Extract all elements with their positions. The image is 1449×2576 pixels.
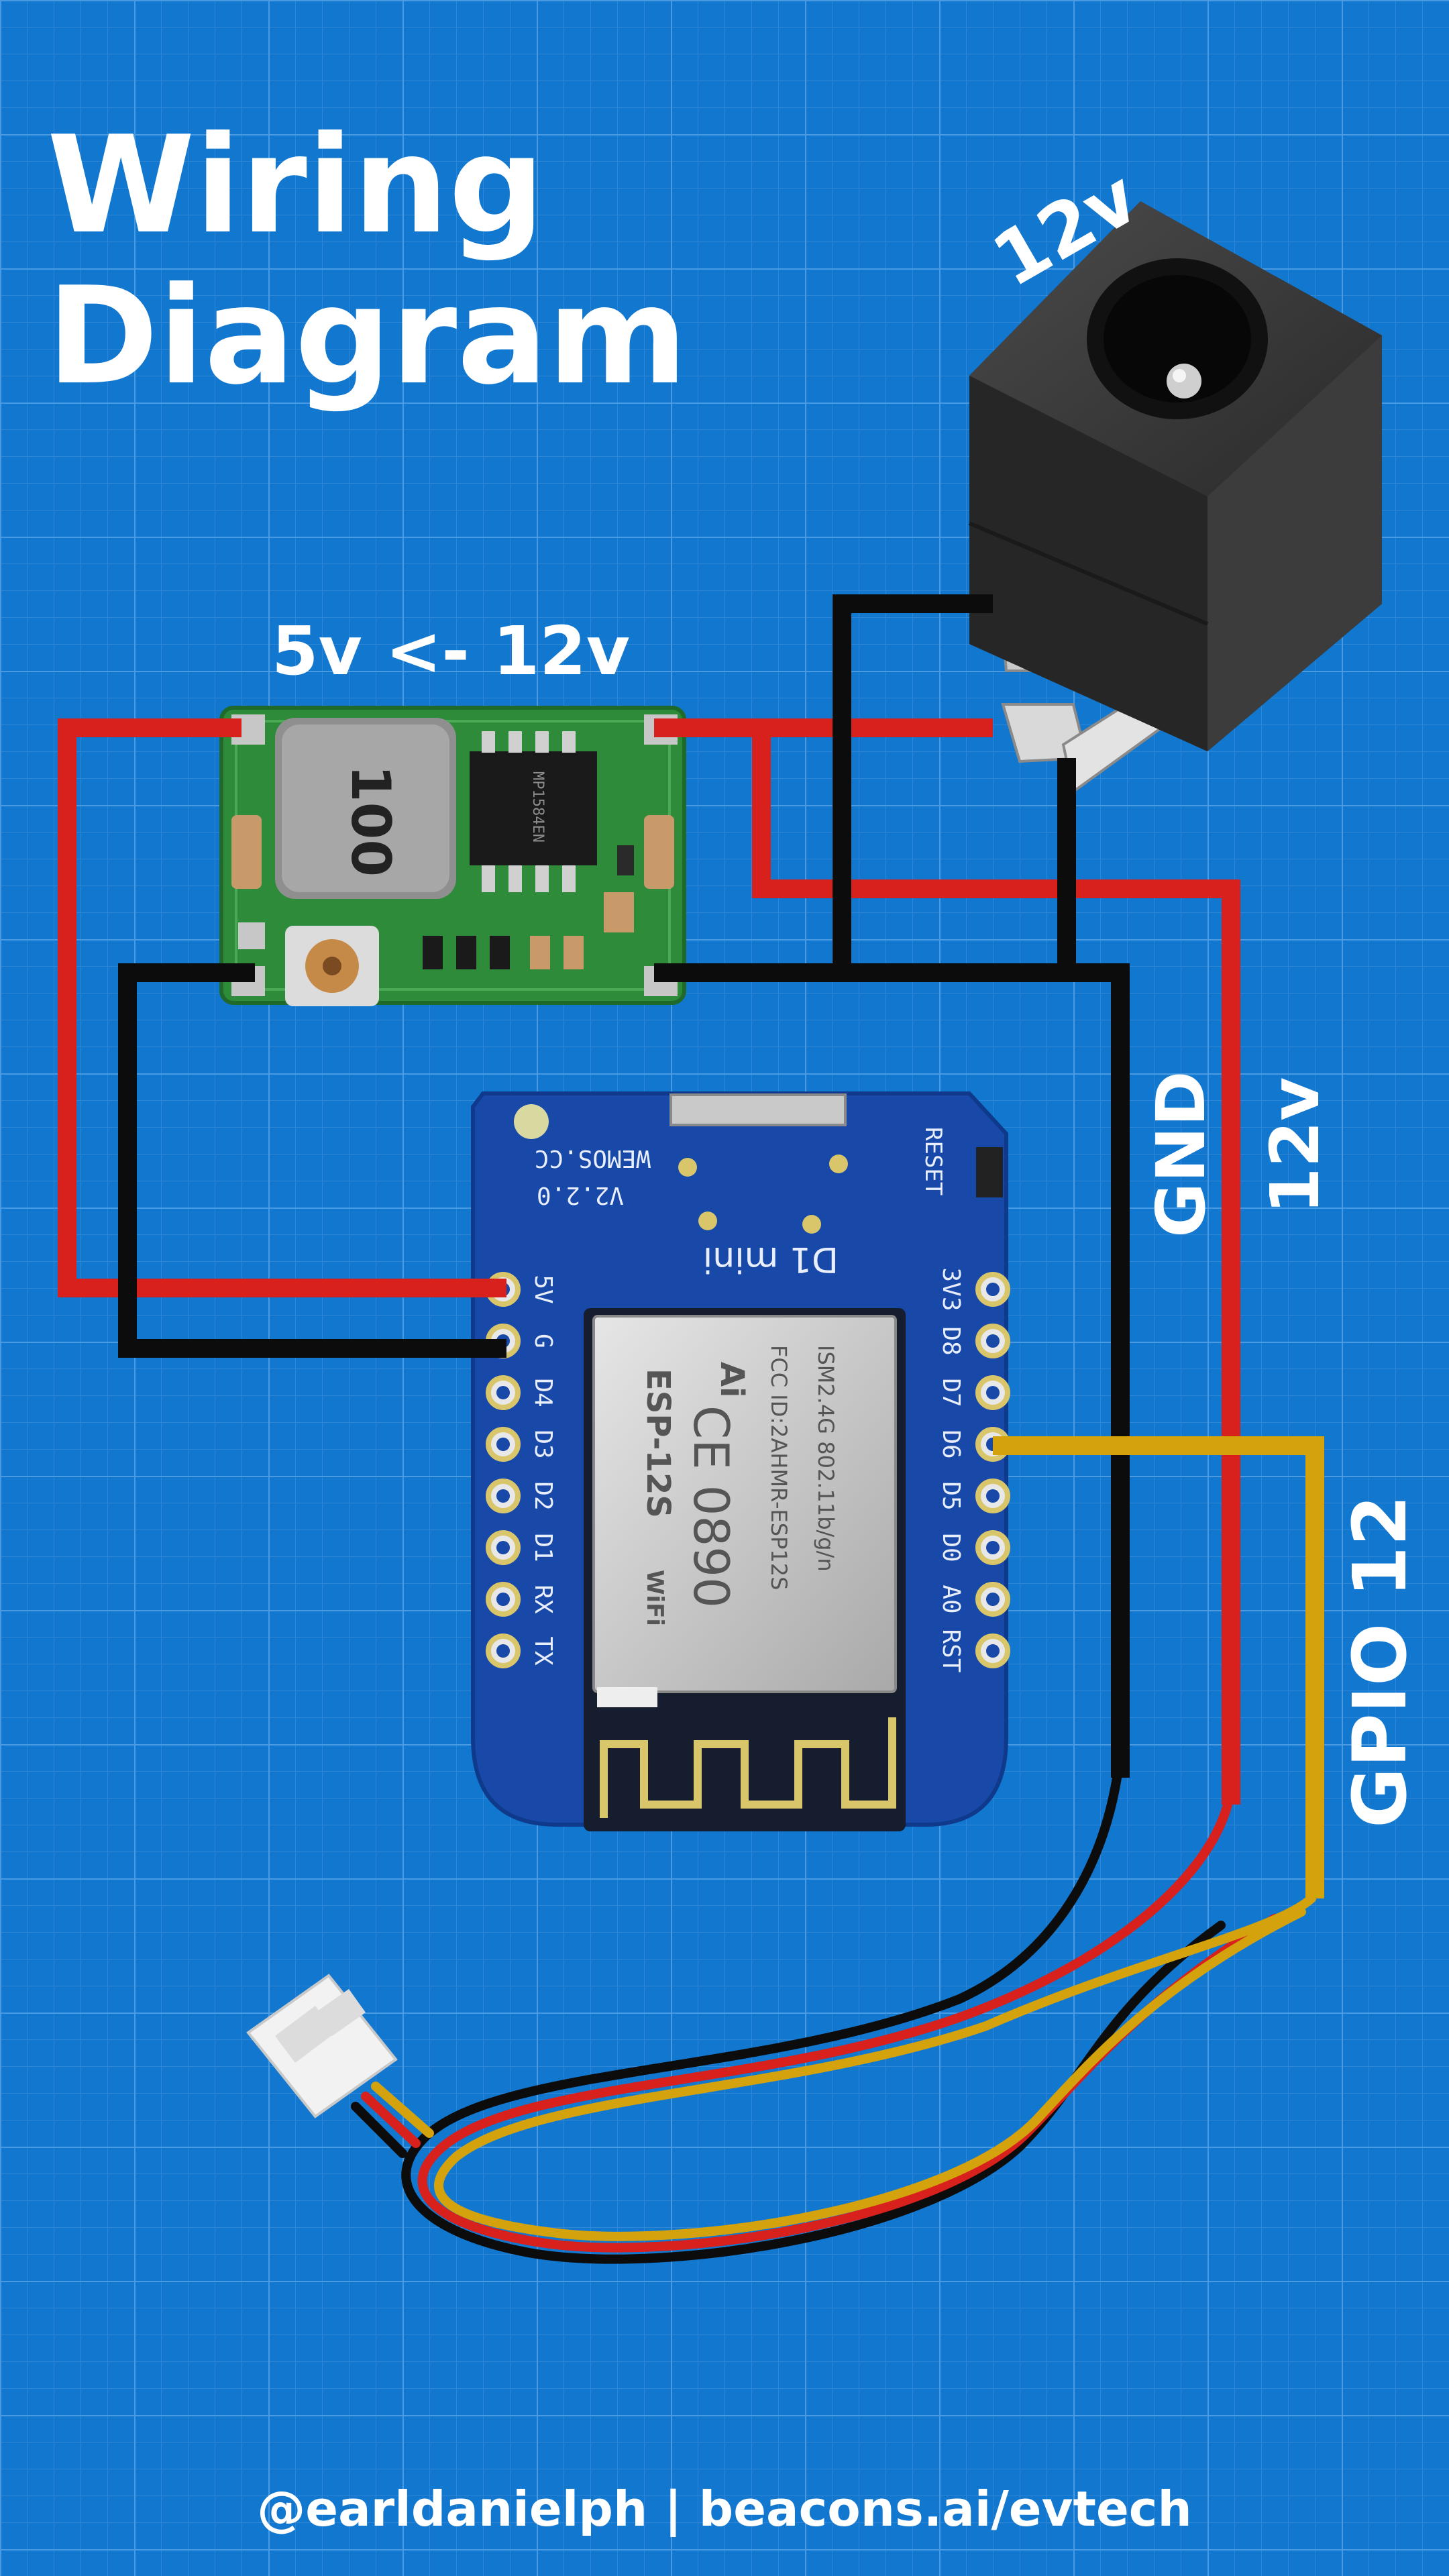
- pin-hole-center: [986, 1593, 1000, 1606]
- board-version: V2.2.0: [537, 1181, 624, 1209]
- pin-hole-center: [496, 1541, 510, 1554]
- pin-label: D1: [529, 1533, 557, 1562]
- gpio-wire-label: GPIO 12: [1337, 1495, 1423, 1828]
- pin-label: RX: [529, 1585, 557, 1614]
- board-reset-label: RESET: [920, 1127, 947, 1195]
- chip-code: MP1584EN: [529, 771, 546, 843]
- pin-label: D6: [937, 1430, 965, 1458]
- module-ce-mark: CE 0890: [683, 1405, 739, 1608]
- pin-hole-center: [496, 1593, 510, 1606]
- gnd-wire-label: GND: [1142, 1071, 1220, 1238]
- pin-hole-center: [986, 1334, 1000, 1348]
- pin-label: TX: [529, 1636, 557, 1666]
- pin-label: D2: [529, 1481, 557, 1510]
- pin-hole-center: [986, 1386, 1000, 1399]
- pin-hole-center: [986, 1283, 1000, 1296]
- pin-hole-center: [496, 1644, 510, 1658]
- pin-label: D0: [937, 1533, 965, 1562]
- pin-label: 3V3: [937, 1267, 965, 1311]
- esp12s-module: [584, 1308, 906, 1831]
- pin-label: RST: [937, 1629, 965, 1672]
- pin-hole-center: [496, 1386, 510, 1399]
- module-freq: ISM2.4G 802.11b/g/n: [813, 1345, 839, 1572]
- footer-credit: @earldanielph | beacons.ai/evtech: [257, 2481, 1192, 2538]
- pin-label: A0: [937, 1585, 965, 1613]
- module-fcc: FCC ID:2AHMR-ESP12S: [766, 1345, 792, 1590]
- v12-wire-label: 12v: [1256, 1077, 1334, 1214]
- board-model: D1 mini: [703, 1239, 839, 1279]
- pin-hole-center: [986, 1489, 1000, 1503]
- inductor-code: 100: [339, 765, 402, 877]
- module-ai-mark: Ai: [713, 1362, 751, 1398]
- red-wire-12v-jack-to-converter: [654, 718, 1240, 1805]
- pin-hole-center: [986, 1644, 1000, 1658]
- dc-power-jack: [968, 201, 1382, 794]
- pin-label: D8: [937, 1326, 965, 1355]
- pin-hole-center: [496, 1489, 510, 1503]
- pin-hole-center: [496, 1438, 510, 1451]
- converter-label: 5v <- 12v: [272, 612, 630, 690]
- title-line-2: Diagram: [47, 258, 688, 415]
- fan-connector: [246, 1974, 398, 2118]
- yellow-wire-gpio12: [993, 1436, 1324, 1898]
- module-name: ESP-12S: [639, 1368, 677, 1518]
- pin-label: D3: [529, 1430, 557, 1458]
- black-wire-gnd-converter-to-board: [118, 963, 506, 1358]
- pin-label: D7: [937, 1378, 965, 1407]
- module-wifi-mark: WiFi: [641, 1570, 668, 1626]
- black-wire-gnd-bus: [654, 594, 1130, 1778]
- buck-converter-board: 100 MP1584EN: [219, 706, 686, 1006]
- pin-label: D5: [937, 1481, 965, 1510]
- title-line-1: Wiring: [47, 107, 545, 264]
- red-wire-5v: [58, 718, 506, 1297]
- pin-label: 5V: [529, 1275, 557, 1303]
- board-brand: WEMOS.CC: [535, 1144, 651, 1172]
- pin-hole-center: [986, 1541, 1000, 1554]
- pin-label: D4: [529, 1378, 557, 1407]
- fan-cable: [351, 1773, 1316, 2264]
- pin-label: G: [529, 1334, 557, 1348]
